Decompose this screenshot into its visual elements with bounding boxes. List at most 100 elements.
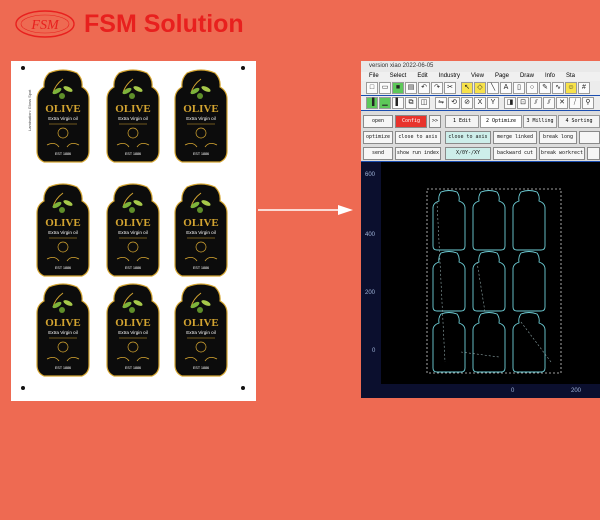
svg-text:OLIVE: OLIVE xyxy=(115,217,150,229)
rotate-icon[interactable]: ⟲ xyxy=(448,97,460,109)
break-long-button[interactable]: break long xyxy=(539,131,577,144)
tab-milling[interactable]: 3 Milling xyxy=(523,115,557,128)
menu-industry[interactable]: Industry xyxy=(438,73,461,79)
svg-text:EST 1886: EST 1886 xyxy=(125,366,141,370)
ruler-y-tick: 600 xyxy=(365,172,376,178)
svg-text:OLIVE: OLIVE xyxy=(115,317,150,329)
menu-select[interactable]: Select xyxy=(389,73,407,79)
optimize-button[interactable]: optimize xyxy=(363,131,393,144)
svg-text:EST 1886: EST 1886 xyxy=(55,152,71,156)
extra-button-2[interactable] xyxy=(587,147,600,160)
undo-icon[interactable]: ↶ xyxy=(418,82,430,94)
label-cut-outline xyxy=(512,190,546,251)
xy-direction-button[interactable]: X/0Y-/XY xyxy=(445,147,491,160)
pointer-icon[interactable]: ↖ xyxy=(461,82,473,94)
break-icon[interactable]: ⊘ xyxy=(461,97,473,109)
align-bottom-icon[interactable]: ▁ xyxy=(379,97,391,109)
horizontal-ruler: 0 200 xyxy=(361,384,600,398)
arrow-right-icon xyxy=(258,205,353,215)
rectangle-icon[interactable]: ▯ xyxy=(513,82,525,94)
menu-bar: File Select Edit Industry View Page Draw… xyxy=(361,72,600,81)
open-button[interactable]: open xyxy=(363,115,393,128)
label-cut-outline xyxy=(512,312,546,373)
close-to-axis-button-2[interactable]: close to axis xyxy=(445,131,491,144)
svg-text:OLIVE: OLIVE xyxy=(183,103,218,115)
smile-icon[interactable]: ☺ xyxy=(565,82,577,94)
redo-icon[interactable]: ↷ xyxy=(431,82,443,94)
circle-icon[interactable]: ○ xyxy=(526,82,538,94)
grid-icon[interactable]: # xyxy=(578,82,590,94)
slash-icon[interactable]: ⧸ xyxy=(569,97,581,109)
svg-text:EST 1886: EST 1886 xyxy=(125,266,141,270)
tab-optimize[interactable]: 2 Optimize xyxy=(480,115,522,128)
align-left-icon[interactable]: ▐ xyxy=(366,97,378,109)
send-button[interactable]: send xyxy=(363,147,393,160)
label-cut-outline xyxy=(472,190,506,251)
copy-icon[interactable]: ⧉ xyxy=(405,97,417,109)
window-title: version xiao 2022-06-05 xyxy=(369,63,434,69)
registration-mark xyxy=(241,66,245,70)
text-icon[interactable]: A xyxy=(500,82,512,94)
offset-icon[interactable]: ⊡ xyxy=(517,97,529,109)
mode-y-icon[interactable]: Y xyxy=(487,97,499,109)
menu-draw[interactable]: Draw xyxy=(519,73,534,79)
tab-sorting[interactable]: 4 Sorting xyxy=(558,115,600,128)
menu-info[interactable]: Info xyxy=(544,73,555,79)
ruler-y-tick: 0 xyxy=(372,348,376,354)
brand-name: FSM Solution xyxy=(84,10,244,38)
more-button[interactable]: >> xyxy=(429,115,441,128)
open-folder-icon[interactable]: ▭ xyxy=(379,82,391,94)
backward-cut-button[interactable]: backward cut xyxy=(493,147,537,160)
mirror-icon[interactable]: ⇋ xyxy=(435,97,447,109)
ruler-x-tick: 200 xyxy=(571,388,582,394)
tab-edit[interactable]: 1 Edit xyxy=(445,115,479,128)
curve-icon[interactable]: ∿ xyxy=(552,82,564,94)
svg-text:Extra Virgin oil: Extra Virgin oil xyxy=(118,230,148,235)
svg-text:EST 1886: EST 1886 xyxy=(193,152,209,156)
line-icon[interactable]: ╲ xyxy=(487,82,499,94)
link-icon[interactable]: ⚲ xyxy=(582,97,594,109)
design-canvas[interactable]: 600 400 200 0 0 200 xyxy=(361,162,600,398)
extra-button[interactable] xyxy=(579,131,600,144)
cut-path-drawing xyxy=(426,188,562,374)
save-icon[interactable]: ■ xyxy=(392,82,404,94)
sheet-side-note: Lamination: Gloss Spot xyxy=(27,89,32,131)
svg-text:Extra Virgin oil: Extra Virgin oil xyxy=(48,116,78,121)
align-right-icon[interactable]: ▌ xyxy=(392,97,404,109)
node-edit-icon[interactable]: ◇ xyxy=(474,82,486,94)
distribute-icon[interactable]: ◨ xyxy=(504,97,516,109)
svg-text:OLIVE: OLIVE xyxy=(45,103,80,115)
close-to-axis-button[interactable]: close to axis xyxy=(395,131,441,144)
mode-x-icon[interactable]: X xyxy=(474,97,486,109)
menu-page[interactable]: Page xyxy=(494,73,509,79)
menu-sta[interactable]: Sta xyxy=(566,73,576,79)
menu-edit[interactable]: Edit xyxy=(417,73,428,79)
break-workrect-button[interactable]: break workrect xyxy=(539,147,585,160)
svg-text:OLIVE: OLIVE xyxy=(45,317,80,329)
show-run-index-button[interactable]: show run index xyxy=(395,147,441,160)
svg-text:Extra Virgin oil: Extra Virgin oil xyxy=(186,230,216,235)
svg-text:OLIVE: OLIVE xyxy=(183,317,218,329)
work-area-rect xyxy=(426,188,562,374)
group-icon[interactable]: ◫ xyxy=(418,97,430,109)
fsm-logo: FSM xyxy=(15,10,75,38)
print-icon[interactable]: ▤ xyxy=(405,82,417,94)
menu-file[interactable]: File xyxy=(369,73,379,79)
menu-view[interactable]: View xyxy=(471,73,484,79)
registration-mark xyxy=(21,66,25,70)
hatch-icon[interactable]: ⫽ xyxy=(530,97,542,109)
logo-text: FSM xyxy=(30,18,60,33)
new-file-icon[interactable]: □ xyxy=(366,82,378,94)
scissors-icon[interactable]: ✂ xyxy=(444,82,456,94)
pen-icon[interactable]: ✎ xyxy=(539,82,551,94)
svg-text:OLIVE: OLIVE xyxy=(45,217,80,229)
title-bar: version xiao 2022-06-05 xyxy=(361,61,600,72)
cross-icon[interactable]: ✕ xyxy=(556,97,568,109)
config-button[interactable]: Config xyxy=(395,115,427,128)
hatch-alt-icon[interactable]: ⫽ xyxy=(543,97,555,109)
merge-linked-button[interactable]: merge linked xyxy=(493,131,537,144)
